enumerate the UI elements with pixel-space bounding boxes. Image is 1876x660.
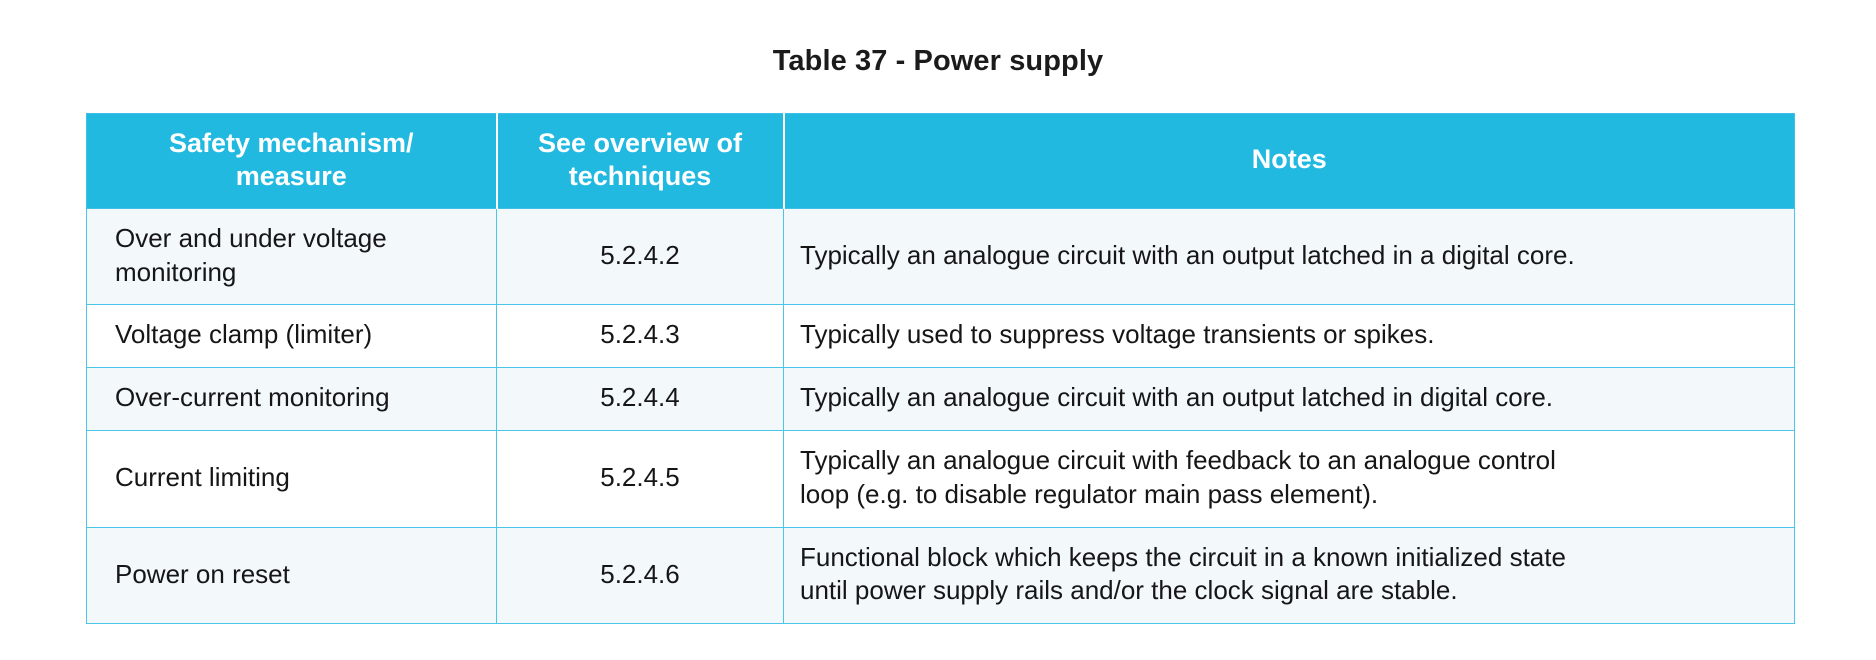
cell-notes-line2: until power supply rails and/or the cloc…: [800, 575, 1458, 606]
cell-notes-line1: Typically an analogue circuit with feedb…: [800, 445, 1556, 476]
cell-notes: Typically an analogue circuit with feedb…: [783, 430, 1795, 528]
table-body: Over and under voltage monitoring 5.2.4.…: [86, 207, 1795, 625]
column-header-notes: Notes: [783, 113, 1795, 209]
power-supply-table: Safety mechanism/ measure See overview o…: [86, 113, 1795, 625]
table-row: Voltage clamp (limiter) 5.2.4.3 Typicall…: [86, 304, 1795, 369]
cell-reference: 5.2.4.4: [496, 367, 784, 432]
page-title: Table 37 - Power supply: [772, 45, 1104, 77]
cell-notes: Typically used to suppress voltage trans…: [783, 304, 1795, 369]
cell-mechanism: Current limiting: [86, 430, 497, 528]
column-header-reference: See overview of techniques: [496, 113, 785, 209]
cell-notes-line1: Functional block which keeps the circuit…: [800, 541, 1566, 572]
column-header-mechanism-line1: Safety mechanism/: [168, 128, 414, 158]
table-row: Current limiting 5.2.4.5 Typically an an…: [86, 430, 1795, 528]
cell-mechanism: Over and under voltage monitoring: [86, 207, 497, 306]
cell-mechanism: Voltage clamp (limiter): [86, 304, 497, 369]
table-row: Power on reset 5.2.4.6 Functional block …: [86, 526, 1795, 625]
cell-notes-line1: Typically used to suppress voltage trans…: [800, 319, 1435, 350]
cell-notes: Typically an analogue circuit with an ou…: [783, 207, 1795, 306]
column-header-reference-line2: techniques: [568, 160, 712, 191]
cell-notes: Typically an analogue circuit with an ou…: [783, 367, 1795, 432]
table-row: Over and under voltage monitoring 5.2.4.…: [86, 207, 1795, 306]
table-header: Safety mechanism/ measure See overview o…: [86, 113, 1795, 209]
table-row: Over-current monitoring 5.2.4.4 Typicall…: [86, 367, 1795, 432]
cell-notes-line1: Typically an analogue circuit with an ou…: [800, 239, 1575, 270]
cell-notes-line1: Typically an analogue circuit with an ou…: [800, 382, 1553, 413]
column-header-reference-line1: See overview of: [537, 128, 743, 158]
cell-reference: 5.2.4.3: [496, 304, 784, 369]
column-header-mechanism-line2: measure: [235, 160, 347, 191]
cell-mechanism: Over-current monitoring: [86, 367, 497, 432]
table-header-row: Safety mechanism/ measure See overview o…: [86, 113, 1795, 209]
column-header-mechanism: Safety mechanism/ measure: [86, 113, 498, 209]
cell-mechanism: Power on reset: [86, 526, 497, 625]
cell-reference: 5.2.4.5: [496, 430, 784, 528]
cell-reference: 5.2.4.2: [496, 207, 784, 306]
cell-notes-line2: loop (e.g. to disable regulator main pas…: [800, 478, 1379, 509]
table-container: Safety mechanism/ measure See overview o…: [86, 113, 1795, 625]
cell-notes: Functional block which keeps the circuit…: [783, 526, 1795, 625]
cell-reference: 5.2.4.6: [496, 526, 784, 625]
